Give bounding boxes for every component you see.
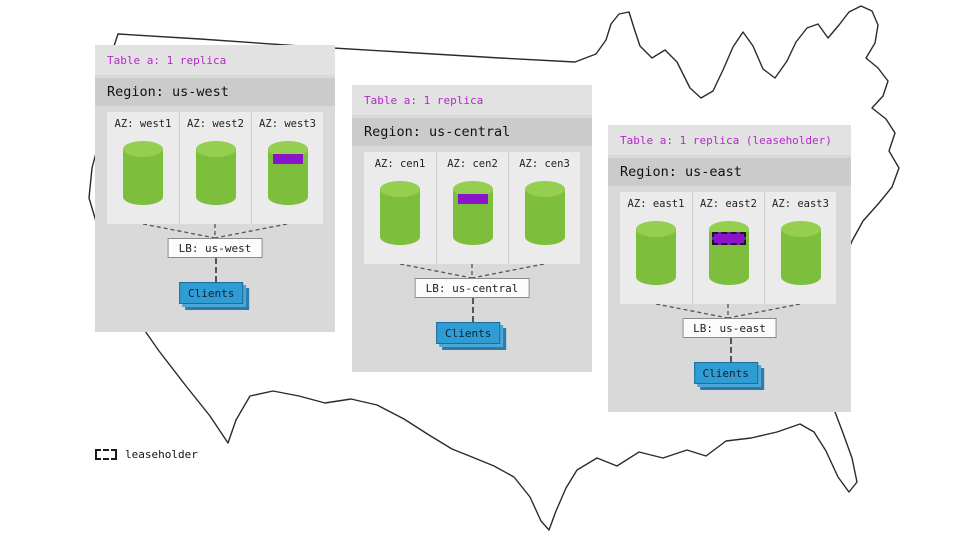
replica-cylinder xyxy=(378,179,422,251)
az-label: AZ: east1 xyxy=(627,198,685,210)
database-cylinder-icon xyxy=(195,141,236,205)
az-box: AZ: west1 AZ: west2 AZ: west3 xyxy=(107,112,323,224)
az-cell-west1: AZ: west1 xyxy=(107,112,179,224)
region-panel-us-central: Table a: 1 replica Region: us-central AZ… xyxy=(352,85,592,372)
table-label: Table a: 1 replica xyxy=(107,53,227,67)
clients-box: Clients xyxy=(693,362,758,384)
az-cell-east2: AZ: east2 xyxy=(692,192,764,304)
clients-connector-line xyxy=(215,258,217,282)
az-label: AZ: west2 xyxy=(187,118,244,130)
table-header: Table a: 1 replica (leaseholder) xyxy=(608,125,851,155)
replica-cylinder xyxy=(266,139,310,211)
lb-connector-lines xyxy=(142,224,288,238)
az-label: AZ: cen2 xyxy=(447,158,498,170)
region-title: Region: us-west xyxy=(107,84,229,100)
database-cylinder-icon xyxy=(380,181,420,245)
table-header: Table a: 1 replica xyxy=(352,85,592,115)
region-band: Region: us-west xyxy=(95,78,335,106)
replica-cylinder xyxy=(121,139,165,211)
replica-cylinder xyxy=(779,219,823,291)
table-label: Table a: 1 replica (leaseholder) xyxy=(620,133,832,147)
replica-marker xyxy=(272,154,303,164)
leaseholder-swatch-icon xyxy=(95,449,117,460)
az-box: AZ: east1 AZ: east2 AZ: east3 xyxy=(620,192,836,304)
replica-cylinder xyxy=(634,219,678,291)
legend: leaseholder xyxy=(95,448,198,461)
database-cylinder-icon xyxy=(780,221,821,285)
region-panel-us-west: Table a: 1 replica Region: us-west AZ: w… xyxy=(95,45,335,332)
region-panel-us-east: Table a: 1 replica (leaseholder) Region:… xyxy=(608,125,851,412)
clients-box: Clients xyxy=(436,322,501,344)
leaseholder-replica-marker xyxy=(711,232,746,245)
region-band: Region: us-central xyxy=(352,118,592,146)
load-balancer-box: LB: us-east xyxy=(682,318,777,338)
region-title: Region: us-east xyxy=(620,164,742,180)
az-label: AZ: cen3 xyxy=(519,158,570,170)
az-label: AZ: east2 xyxy=(700,198,757,210)
region-band: Region: us-east xyxy=(608,158,851,186)
database-cylinder-icon xyxy=(524,181,565,245)
database-cylinder-icon xyxy=(123,141,163,205)
load-balancer-box: LB: us-west xyxy=(167,238,263,258)
replica-cylinder xyxy=(523,179,567,251)
az-cell-east1: AZ: east1 xyxy=(620,192,692,304)
database-cylinder-icon xyxy=(267,141,308,205)
replica-marker xyxy=(457,194,488,204)
database-cylinder-icon xyxy=(708,221,749,285)
load-balancer-box: LB: us-central xyxy=(414,278,530,298)
az-label: AZ: cen1 xyxy=(374,158,426,170)
az-cell-cen1: AZ: cen1 xyxy=(364,152,436,264)
az-box: AZ: cen1 AZ: cen2 AZ: cen3 xyxy=(364,152,580,264)
az-cell-cen3: AZ: cen3 xyxy=(508,152,580,264)
database-cylinder-icon xyxy=(636,221,676,285)
region-title: Region: us-central xyxy=(364,124,511,140)
clients-connector-line xyxy=(729,338,732,362)
legend-label: leaseholder xyxy=(125,448,198,461)
az-label: AZ: west3 xyxy=(259,118,316,130)
replica-cylinder xyxy=(451,179,495,251)
az-label: AZ: west1 xyxy=(114,118,172,130)
lb-connector-lines xyxy=(655,304,801,318)
clients-box: Clients xyxy=(179,282,244,304)
az-cell-west2: AZ: west2 xyxy=(179,112,251,224)
table-header: Table a: 1 replica xyxy=(95,45,335,75)
replica-cylinder xyxy=(194,139,238,211)
clients-connector-line xyxy=(472,298,474,322)
az-label: AZ: east3 xyxy=(772,198,829,210)
az-cell-west3: AZ: west3 xyxy=(251,112,323,224)
replica-cylinder xyxy=(707,219,751,291)
table-label: Table a: 1 replica xyxy=(364,93,484,107)
az-cell-east3: AZ: east3 xyxy=(764,192,836,304)
az-cell-cen2: AZ: cen2 xyxy=(436,152,508,264)
lb-connector-lines xyxy=(399,264,545,278)
database-cylinder-icon xyxy=(452,181,493,245)
